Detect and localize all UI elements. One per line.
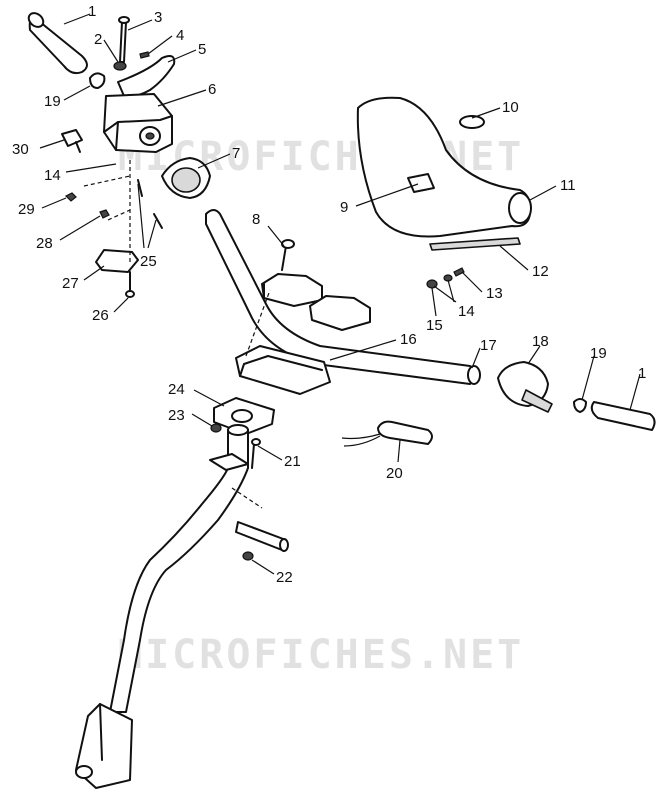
handlebar-pad-11 (356, 96, 532, 238)
callout-14-right: 14 (458, 303, 475, 320)
callout-29: 29 (18, 201, 35, 218)
callout-23: 23 (168, 407, 185, 424)
callout-26: 26 (92, 307, 109, 324)
assembly-line-post (231, 487, 263, 509)
callout-19-right: 19 (590, 345, 607, 362)
left-grip (27, 12, 88, 75)
callout-19-left: 19 (44, 93, 61, 110)
callout-18: 18 (532, 333, 549, 350)
callout-1-left: 1 (88, 3, 96, 20)
callout-21: 21 (284, 453, 301, 470)
bolt-21 (251, 438, 261, 469)
callout-1-right: 1 (638, 365, 646, 382)
strap-12 (429, 237, 521, 251)
grip-heater-20 (341, 420, 433, 447)
callout-7: 7 (232, 145, 240, 162)
callout-24: 24 (168, 381, 185, 398)
small-parts-left (64, 179, 163, 229)
callout-5: 5 (198, 41, 206, 58)
bolt-8 (281, 239, 295, 271)
leader-lines (39, 13, 641, 575)
callout-22: 22 (276, 569, 293, 586)
post-bracket (75, 703, 133, 789)
pivot-tube (235, 521, 289, 552)
watermark-bottom: MICROFICHES.NET (118, 632, 524, 678)
nut-22 (242, 551, 254, 561)
end-plug-19-left (89, 72, 106, 89)
assembly-line-center (245, 289, 271, 357)
callout-28: 28 (36, 235, 53, 252)
callout-12: 12 (532, 263, 549, 280)
pad-patch-9 (407, 173, 435, 193)
callout-15: 15 (426, 317, 443, 334)
callout-2: 2 (94, 31, 102, 48)
callout-27: 27 (62, 275, 79, 292)
callout-10: 10 (502, 99, 519, 116)
mount-plate-27 (95, 249, 139, 273)
callout-30: 30 (12, 141, 29, 158)
washer-2 (113, 61, 127, 71)
callout-8: 8 (252, 211, 260, 228)
nut-23 (210, 423, 222, 433)
callout-13: 13 (486, 285, 503, 302)
callout-17: 17 (480, 337, 497, 354)
callout-20: 20 (386, 465, 403, 482)
post-clamp (209, 453, 249, 471)
bolt-3 (118, 16, 130, 63)
end-plug-19-right (573, 398, 587, 413)
callout-16: 16 (400, 331, 417, 348)
handlebar-17 (205, 209, 481, 385)
callout-6: 6 (208, 81, 216, 98)
callout-14-left: 14 (44, 167, 61, 184)
steering-post-plate-24 (213, 397, 275, 435)
switch-housing-18 (497, 361, 553, 413)
right-grip (590, 401, 656, 431)
callout-11: 11 (560, 177, 576, 194)
throttle-lever-5 (117, 55, 176, 98)
switch-30 (61, 129, 83, 153)
callout-3: 3 (154, 9, 162, 26)
assembly-line-left-3 (107, 209, 131, 221)
bolt-26 (125, 271, 135, 298)
callout-9: 9 (340, 199, 348, 216)
throttle-housing-6 (103, 93, 173, 153)
lower-clamp-base (235, 345, 331, 395)
callout-25: 25 (140, 253, 157, 270)
pad-label-10 (459, 115, 485, 129)
fasteners-13-14-15 (426, 267, 465, 289)
screw-4 (139, 51, 150, 59)
callout-4: 4 (176, 27, 184, 44)
upper-clamp-left (261, 273, 323, 307)
upper-clamp-right (309, 295, 371, 331)
assembly-line-left-2 (83, 175, 131, 187)
